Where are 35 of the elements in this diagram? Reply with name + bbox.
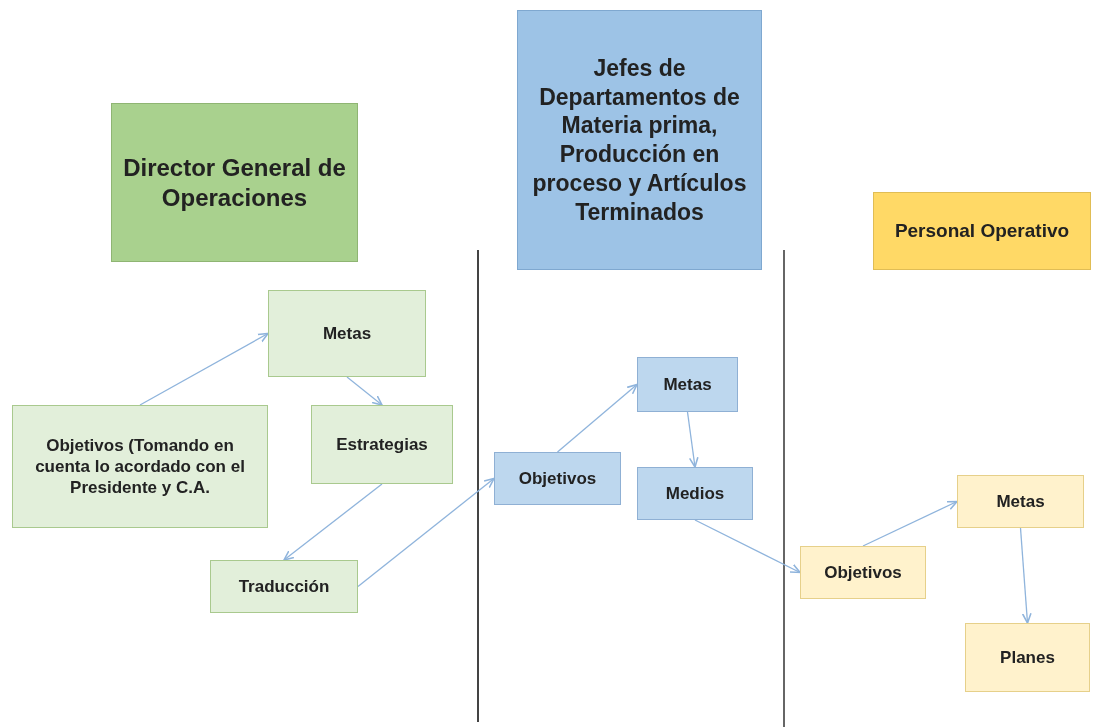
process-box: [268, 290, 426, 377]
arrow: [357, 477, 495, 588]
box-label: Planes: [1000, 646, 1055, 669]
box-label: Objetivos: [824, 561, 902, 584]
box-label: Estrategias: [336, 433, 428, 456]
process-box: [637, 357, 738, 412]
arrow: [139, 332, 269, 406]
arrow: [283, 483, 383, 561]
process-box: [111, 103, 358, 262]
box-label: Personal Operativo: [894, 219, 1070, 243]
process-box: [12, 405, 268, 528]
arrow: [686, 411, 699, 468]
process-box: [517, 10, 762, 270]
process-box: [957, 475, 1084, 528]
process-box: [311, 405, 453, 484]
box-label: Objetivos (Tomando en cuenta lo acordado con el Presidente y C.A.: [34, 434, 246, 499]
box-label: Objetivos: [518, 467, 597, 490]
arrow: [862, 500, 958, 547]
process-box: [800, 546, 926, 599]
box-label: Jefes de Departamentos de Materia prima, Producción en proceso y Artículos Terminados: [531, 53, 748, 227]
box-label: Metas: [663, 373, 712, 396]
box-label: Metas: [996, 490, 1045, 513]
box-label: Traducción: [238, 575, 330, 598]
arrow: [346, 376, 383, 406]
process-box: [494, 452, 621, 505]
process-box: [210, 560, 358, 613]
arrow: [1019, 527, 1032, 624]
arrow: [694, 519, 801, 574]
arrow: [556, 383, 638, 453]
process-box: [637, 467, 753, 520]
box-label: Medios: [665, 482, 725, 505]
box-label: Director General de Operaciones: [122, 152, 347, 213]
process-box: [873, 192, 1091, 270]
process-box: [965, 623, 1090, 692]
box-label: Metas: [322, 322, 372, 345]
